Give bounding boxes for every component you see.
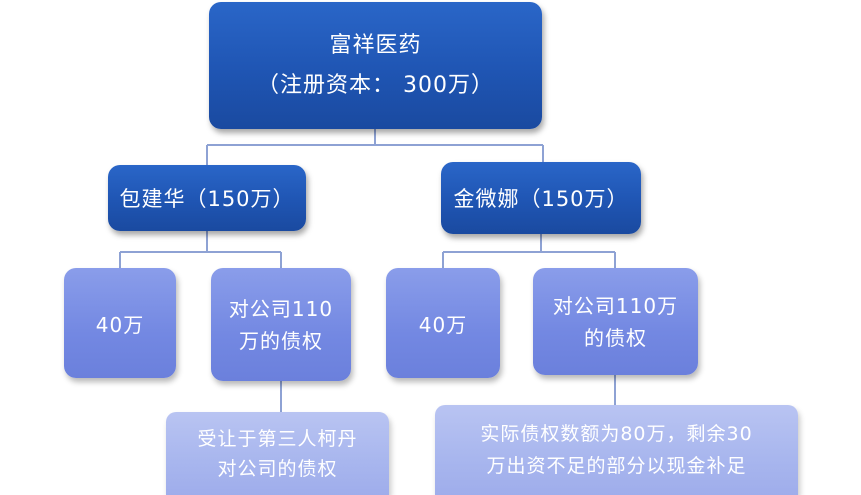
- company-box: 富祥医药 （注册资本： 300万）: [209, 2, 542, 129]
- company-name: 富祥医药: [329, 32, 422, 58]
- shareholder-box-2: 金微娜（150万）: [441, 162, 641, 234]
- debt-note-1-line1: 受让于第三人柯丹: [197, 427, 358, 450]
- debt-contribution-2-line1: 对公司110万: [552, 293, 679, 318]
- cash-contribution-1: 40万: [95, 312, 145, 337]
- shareholder-label-1: 包建华（150万）: [119, 187, 295, 211]
- cash-contribution-box-1: 40万: [64, 268, 176, 378]
- shareholder-box-1: 包建华（150万）: [108, 165, 306, 231]
- debt-contribution-box-1: 对公司110 万的债权: [211, 268, 351, 381]
- debt-note-2-line2: 万出资不足的部分以现金补足: [486, 455, 747, 477]
- cash-contribution-2: 40万: [418, 312, 468, 337]
- cash-contribution-box-2: 40万: [386, 268, 500, 378]
- debt-note-box-2: 实际债权数额为80万，剩余30 万出资不足的部分以现金补足: [435, 405, 798, 495]
- debt-note-box-1: 受让于第三人柯丹 对公司的债权: [166, 412, 389, 495]
- debt-contribution-1-line2: 万的债权: [239, 328, 323, 353]
- debt-note-1-line2: 对公司的债权: [217, 457, 338, 480]
- debt-contribution-2-line2: 的债权: [584, 325, 647, 350]
- shareholder-label-2: 金微娜（150万）: [453, 187, 629, 211]
- debt-contribution-box-2: 对公司110万 的债权: [533, 268, 698, 375]
- debt-contribution-1-line1: 对公司110: [228, 296, 334, 321]
- company-capital: （注册资本： 300万）: [257, 72, 494, 98]
- debt-note-2-line1: 实际债权数额为80万，剩余30: [480, 423, 753, 445]
